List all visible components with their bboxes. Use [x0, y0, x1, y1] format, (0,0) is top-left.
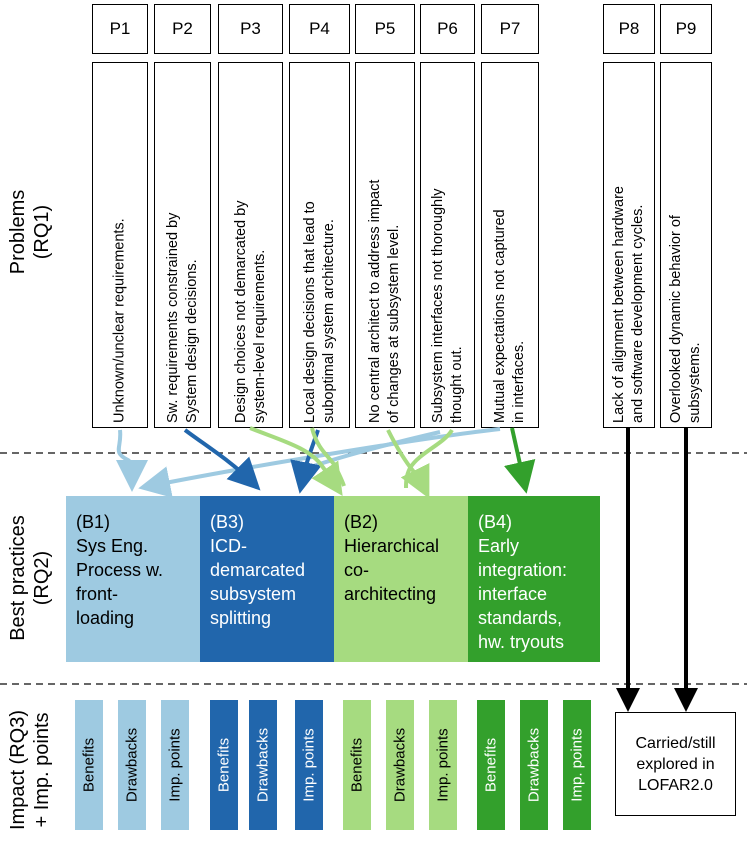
arrow-p2-b3 — [183, 428, 261, 491]
best-practice-b1: (B1) Sys Eng. Process w. front- loading — [66, 496, 200, 662]
problem-tag-p1: P1 — [92, 4, 148, 54]
impact-b4-imp-points: Imp. points — [563, 700, 591, 830]
impact-b1-benefits: Benefits — [75, 700, 103, 830]
problem-box-p4: Local design decisions that lead to subo… — [289, 62, 350, 428]
arrow-p3-b2 — [249, 426, 343, 496]
problem-box-p6: Subsystem interfaces not thoroughly thou… — [420, 62, 475, 428]
problem-tag-p9: P9 — [660, 4, 712, 54]
arrow-p1-b1 — [116, 429, 149, 492]
arrow-p6-b2 — [404, 428, 454, 489]
impact-b2-benefits: Benefits — [343, 700, 371, 830]
impact-b4-benefits: Benefits — [477, 700, 505, 830]
impact-b2-imp-points: Imp. points — [429, 700, 457, 830]
arrow-p5-b2 — [386, 429, 430, 499]
arrow-p7-b1 — [138, 427, 501, 498]
problem-tag-p2: P2 — [154, 4, 211, 54]
problem-tag-p6: P6 — [420, 4, 475, 54]
arrow-p7-b4 — [504, 427, 536, 494]
impact-b1-drawbacks: Drawbacks — [118, 700, 146, 830]
impact-b4-drawbacks: Drawbacks — [520, 700, 548, 830]
impact-b3-imp-points: Imp. points — [295, 700, 323, 830]
problem-box-p8: Lack of alignment between hardware and s… — [603, 62, 655, 428]
arrow-p4-b2 — [310, 427, 346, 487]
problem-tag-p5: P5 — [355, 4, 415, 54]
impact-b3-drawbacks: Drawbacks — [249, 700, 277, 830]
impact-b1-imp-points: Imp. points — [161, 700, 189, 830]
problem-tag-p8: P8 — [603, 4, 655, 54]
problem-box-p3: Design choices not demarcated by system-… — [218, 62, 283, 428]
best-practice-b2: (B2) Hierarchical co- architecting — [334, 496, 468, 662]
carried-box: Carried/still explored in LOFAR2.0 — [615, 712, 736, 816]
best-practice-b3: (B3) ICD- demarcated subsystem splitting — [200, 496, 334, 662]
problem-box-p1: Unknown/unclear requirements. — [92, 62, 148, 428]
impact-b2-drawbacks: Drawbacks — [386, 700, 414, 830]
problem-box-p2: Sw. requirements constrained by System d… — [154, 62, 211, 428]
problem-tag-p4: P4 — [289, 4, 350, 54]
problem-tag-p3: P3 — [218, 4, 283, 54]
problem-tag-p7: P7 — [481, 4, 539, 54]
problem-box-p7: Mutual expectations not captured in inte… — [481, 62, 539, 428]
best-practice-b4: (B4) Early integration: interface standa… — [468, 496, 600, 662]
problem-box-p9: Overlooked dynamic behavior of subsystem… — [660, 62, 712, 428]
problem-box-p5: No central architect to address impact o… — [355, 62, 415, 428]
impact-b3-benefits: Benefits — [210, 700, 238, 830]
